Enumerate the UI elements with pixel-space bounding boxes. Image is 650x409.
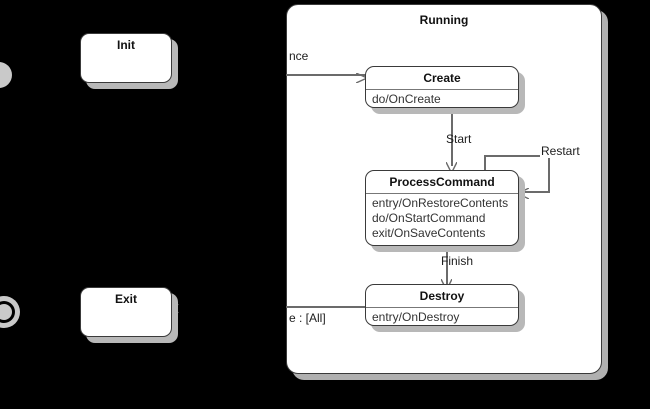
- process-command-state[interactable]: ProcessCommand entry/OnRestoreContents d…: [365, 170, 519, 246]
- process-command-state-body: entry/OnRestoreContents do/OnStartComman…: [372, 196, 509, 240]
- edge-restart-top: [484, 155, 549, 157]
- edge-restart-in: [520, 191, 550, 193]
- edge-restart-down: [548, 155, 550, 192]
- initial-pseudostate-icon: [0, 62, 32, 88]
- destroy-state[interactable]: Destroy entry/OnDestroy: [365, 284, 519, 326]
- init-state-title: Init: [117, 38, 135, 52]
- process-command-state-divider: [366, 193, 518, 194]
- create-state-body: do/OnCreate: [372, 92, 441, 106]
- destroy-state-divider: [366, 307, 518, 308]
- process-command-state-title: ProcessCommand: [389, 175, 495, 189]
- exit-state[interactable]: Exit: [80, 287, 172, 337]
- init-state[interactable]: Init: [80, 33, 172, 83]
- create-state-title: Create: [423, 71, 461, 85]
- running-region-title: Running: [419, 13, 469, 27]
- transition-finish-label: Finish: [441, 254, 474, 268]
- edge-create-to-process: [451, 108, 453, 166]
- transition-start-label: Start: [446, 132, 472, 146]
- edge-to-create: [286, 74, 366, 76]
- destroy-state-title: Destroy: [419, 289, 465, 303]
- transition-to-exit-label: e : [All]: [288, 311, 327, 325]
- final-pseudostate-icon: [0, 296, 38, 328]
- create-state-divider: [366, 89, 518, 90]
- exit-state-title: Exit: [114, 292, 137, 306]
- create-state[interactable]: Create do/OnCreate: [365, 66, 519, 108]
- transition-to-create-label: nce: [288, 49, 310, 63]
- edge-process-to-destroy: [446, 246, 448, 284]
- transition-restart-label: Restart: [540, 144, 581, 158]
- edge-to-exit: [286, 306, 366, 308]
- edge-restart-up: [484, 155, 486, 171]
- destroy-state-body: entry/OnDestroy: [372, 310, 460, 324]
